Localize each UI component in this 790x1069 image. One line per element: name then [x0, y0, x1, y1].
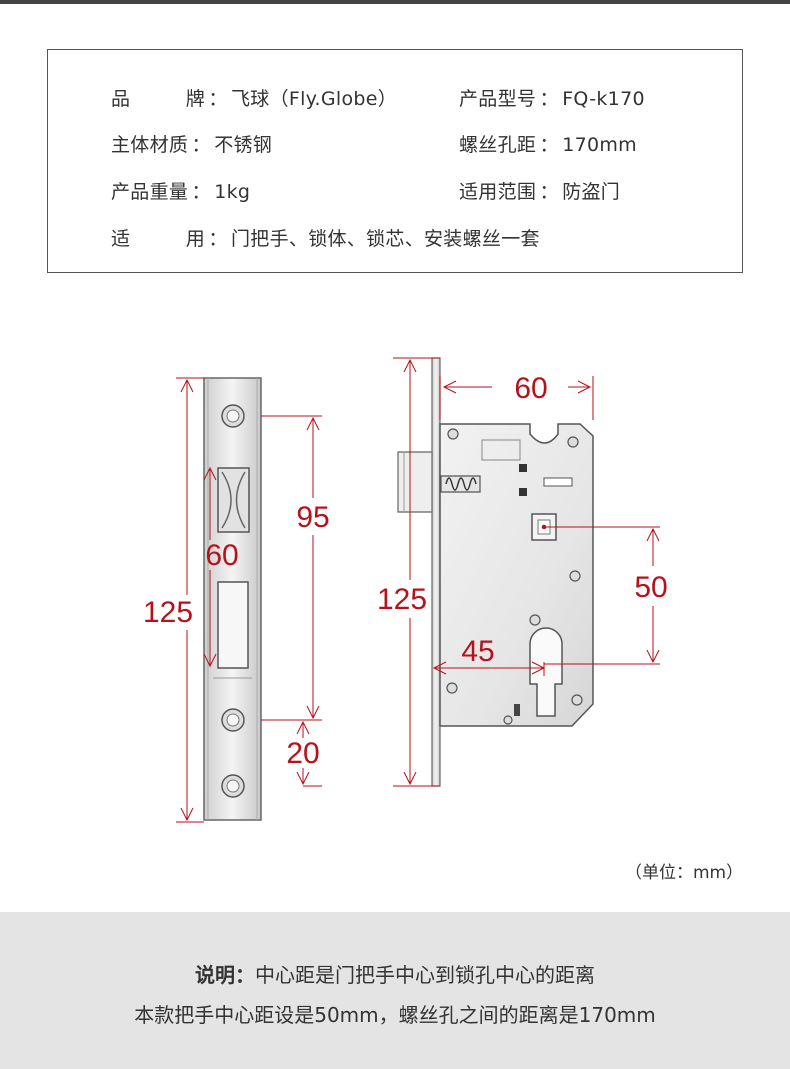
- top-bar: [0, 0, 790, 4]
- spec-material-value: 不锈钢: [214, 134, 273, 156]
- dim-faceplate-bottom: 20: [286, 737, 319, 770]
- note-band: 说明：中心距是门把手中心到锁孔中心的距离 本款把手中心距设是50mm，螺丝孔之间…: [0, 912, 790, 1069]
- spec-fit-label: 适用: [111, 228, 205, 250]
- dim-handle-to-cylinder: 50: [634, 571, 667, 604]
- spec-screw-distance-value: 170mm: [562, 134, 637, 156]
- spec-material: 主体材质：不锈钢: [111, 134, 273, 156]
- spec-fit: 适用：门把手、锁体、锁芯、安装螺丝一套: [111, 224, 540, 251]
- dim-body-height: 125: [377, 583, 427, 616]
- dim-faceplate-height: 125: [143, 596, 193, 629]
- faceplate-drawing: [203, 377, 262, 821]
- lock-dimension-diagram: 125 95 60 20: [143, 357, 668, 823]
- lock-body-dimension-lines: [393, 357, 660, 787]
- note-line-2: 本款把手中心距设是50mm，螺丝孔之间的距离是170mm: [134, 1003, 656, 1027]
- spec-scope-value: 防盗门: [562, 181, 621, 203]
- spec-weight: 产品重量：1kg: [111, 181, 251, 203]
- spec-brand-value: 飞球（Fly.Globe）: [231, 88, 398, 110]
- screw-hole-icon: [221, 708, 245, 732]
- spec-brand: 品牌：飞球（Fly.Globe）: [111, 84, 397, 111]
- spec-weight-value: 1kg: [214, 181, 251, 203]
- dim-backset: 45: [461, 635, 494, 668]
- dim-faceplate-hole-spacing: 95: [296, 501, 329, 534]
- spec-model-value: FQ-k170: [562, 88, 645, 110]
- unit-note: （单位：mm）: [625, 863, 744, 883]
- spec-screw-distance: 螺丝孔距：170mm: [459, 134, 637, 156]
- lock-body-drawing: [397, 357, 594, 787]
- spec-scope: 适用范围：防盗门: [459, 181, 621, 203]
- note-line-1: 说明：中心距是门把手中心到锁孔中心的距离: [195, 963, 595, 987]
- spec-model: 产品型号：FQ-k170: [459, 88, 645, 110]
- dim-body-width: 60: [514, 372, 547, 405]
- screw-hole-icon: [221, 404, 245, 428]
- note-title: 说明：: [195, 963, 255, 987]
- screw-hole-icon: [221, 774, 245, 798]
- dim-faceplate-slot: 60: [205, 539, 238, 572]
- spec-fit-value: 门把手、锁体、锁芯、安装螺丝一套: [231, 228, 540, 250]
- spec-brand-label: 品牌: [111, 88, 205, 110]
- spec-box: 品牌：飞球（Fly.Globe） 产品型号：FQ-k170 主体材质：不锈钢 螺…: [47, 49, 743, 273]
- faceplate-dimension-lines: [176, 377, 322, 823]
